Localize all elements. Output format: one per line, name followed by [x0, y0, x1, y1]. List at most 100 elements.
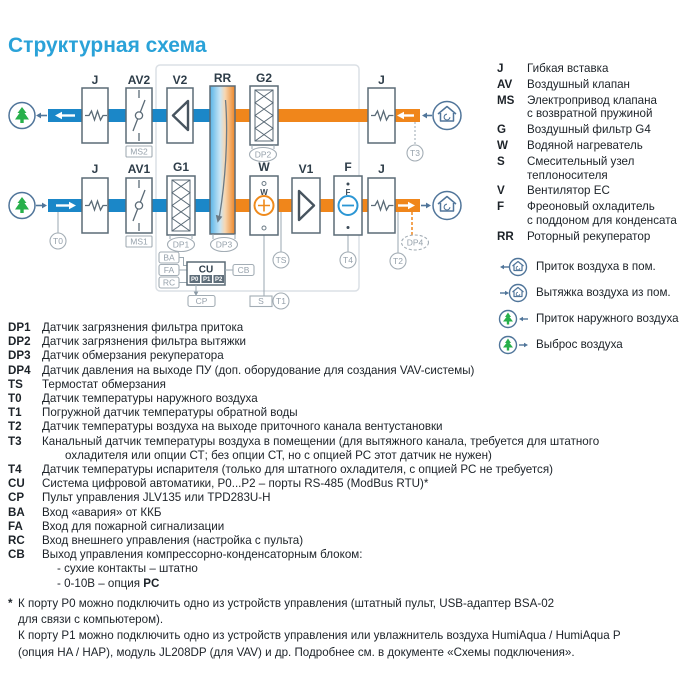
abbr-row-dp4: DP4 Датчик давления на выходе ПУ (доп. о…: [8, 363, 475, 377]
svg-text:P2: P2: [215, 277, 223, 283]
page-title: Структурная схема: [8, 34, 207, 57]
svg-text:MS2: MS2: [130, 146, 148, 156]
svg-text:DP3: DP3: [216, 239, 233, 249]
temp-sensor-t3: T3: [406, 144, 424, 162]
svg-text:J: J: [378, 73, 385, 87]
filter-g2: [249, 85, 279, 146]
flexible-insert-top-right: [367, 87, 396, 144]
abbr-row-t2: T2 Датчик температуры воздуха на выходе …: [8, 420, 443, 434]
svg-text:TS: TS: [276, 255, 287, 265]
svg-text:W: W: [258, 160, 270, 174]
svg-text:V2: V2: [173, 73, 188, 87]
flow-extract-from-room: Вытяжка воздуха из пом.: [497, 282, 699, 304]
ccu-output-cb: CB: [225, 263, 255, 277]
duct-flow-arrows: [55, 111, 415, 210]
svg-text:AV1: AV1: [128, 162, 151, 176]
rotary-recuperator: [209, 85, 236, 235]
abbr-row-t0: T0 Датчик температуры наружного воздуха: [8, 392, 258, 406]
filter-sensor-dp2: DP2: [248, 145, 278, 163]
filter-g1: [166, 175, 196, 236]
legend-item-s: S Смесительный узел теплоносителя: [497, 154, 635, 182]
footnote-asterisk: *: [8, 597, 13, 610]
filter-sensor-dp1: DP1: [166, 235, 196, 253]
abbr-row-t1: T1 Погружной датчик температуры обратной…: [8, 406, 298, 420]
abbr-row-ts: TS Термостат обмерзания: [8, 377, 166, 391]
svg-text:T4: T4: [343, 255, 353, 265]
frost-sensor-dp3: DP3: [209, 234, 239, 253]
legend-item-rr: RR Роторный рекуператор: [497, 229, 651, 243]
svg-text:DP2: DP2: [255, 149, 272, 159]
heater-inner-label: W: [260, 188, 268, 197]
svg-text:J: J: [92, 162, 99, 176]
abbr-row-cu: CU Система цифровой автоматики, P0...P2 …: [8, 477, 429, 491]
control-panel-cp: CP: [187, 285, 216, 308]
abbr-row-cb: CB Выход управления компрессорно-конденс…: [8, 548, 698, 591]
svg-text:G1: G1: [173, 160, 189, 174]
footnote-line: для связи с компьютером).: [18, 613, 164, 627]
footnote-line: К порту P1 можно подключить одно из устр…: [18, 629, 621, 643]
svg-text:F: F: [344, 160, 351, 174]
outdoor-intake-icon: [8, 191, 47, 220]
temp-sensor-t0: T0: [49, 232, 67, 250]
flow-air-discharge: Выброс воздуха: [497, 334, 699, 356]
supply-to-room-icon: [500, 257, 528, 276]
footnote-line: (опция HA / HAP), модуль JL208DP (для VA…: [18, 645, 575, 659]
abbreviation-list: DP1 Датчик загрязнения фильтра притока D…: [8, 321, 698, 591]
air-discharge-icon: [8, 101, 47, 130]
svg-text:S: S: [258, 296, 264, 306]
svg-text:P1: P1: [203, 277, 211, 283]
cooler-inner-label: F: [346, 188, 351, 197]
svg-text:CB: CB: [238, 265, 250, 275]
water-heater-w: W: [249, 175, 279, 236]
svg-text:J: J: [378, 162, 385, 176]
outdoor-intake-icon: [498, 309, 528, 328]
abbr-row-t4: T4 Датчик температуры испарителя (только…: [8, 463, 553, 477]
pressure-sensor-dp4: DP4: [400, 234, 430, 251]
legend: J Гибкая вставка AV Воздушный клапан MS …: [497, 62, 699, 360]
extract-from-room-icon: [500, 283, 528, 302]
control-unit-cu: CU P0 P1 P2: [186, 261, 226, 286]
flow-legend: Приток воздуха в пом. Вытяжка воздуха из…: [497, 256, 699, 356]
fan-v1: [291, 177, 321, 234]
svg-text:RC: RC: [163, 277, 175, 287]
temp-sensor-t4: T4: [339, 251, 357, 269]
svg-text:AV2: AV2: [128, 73, 151, 87]
abbr-row-dp2: DP2 Датчик загрязнения фильтра вытяжки: [8, 335, 247, 349]
flexible-insert-bottom-left: [81, 177, 109, 234]
sensor-lines: [57, 122, 416, 296]
temp-sensor-t1: T1: [272, 292, 290, 310]
svg-text:T1: T1: [276, 296, 286, 306]
flexible-insert-bottom-right: [367, 177, 396, 234]
legend-item-f: F Фреоновый охладитель с поддоном для ко…: [497, 200, 677, 227]
legend-item-av: AV Воздушный клапан: [497, 77, 630, 91]
svg-text:CU: CU: [199, 265, 213, 276]
abbr-row-rc: RC Вход внешнего управления (настройка с…: [8, 534, 304, 548]
footnote-line: К порту P0 можно подключить одно из устр…: [18, 597, 555, 610]
legend-item-g: G Воздушный фильтр G4: [497, 123, 651, 137]
air-valve-av2: [125, 87, 153, 144]
air-discharge-icon: [498, 335, 528, 354]
abbr-row-t3: T3 Канальный датчик температуры воздуха …: [8, 434, 600, 462]
flexible-insert-top-left: [81, 87, 109, 144]
control-inputs: BA FA RC: [158, 251, 187, 289]
flow-supply-to-room: Приток воздуха в пом.: [497, 256, 699, 278]
svg-text:V1: V1: [299, 162, 314, 176]
svg-text:T0: T0: [53, 236, 63, 246]
flow-outdoor-intake: Приток наружного воздуха: [497, 308, 699, 330]
abbr-row-dp3: DP3 Датчик обмерзания рекуператора: [8, 349, 224, 363]
legend-item-j: J Гибкая вставка: [497, 62, 609, 75]
abbr-row-cp: CP Пульт управления JLV135 или TPD283U-H: [8, 491, 271, 505]
footnote: * К порту P0 можно подключить одно из ус…: [8, 596, 698, 661]
damper-actuator-ms1: MS1: [125, 235, 153, 248]
legend-item-v: V Вентилятор EC: [497, 184, 610, 198]
svg-text:RR: RR: [214, 71, 232, 85]
svg-text:J: J: [92, 73, 99, 87]
damper-actuator-ms2: MS2: [125, 145, 153, 158]
svg-text:DP1: DP1: [173, 239, 190, 249]
abbr-row-fa: FA Вход для пожарной сигнализации: [8, 519, 225, 533]
supply-to-room-icon: [421, 190, 462, 221]
fan-v2: [166, 87, 194, 144]
temp-sensor-t2: T2: [389, 252, 407, 270]
svg-text:G2: G2: [256, 71, 272, 85]
air-valve-av1: [125, 177, 153, 234]
